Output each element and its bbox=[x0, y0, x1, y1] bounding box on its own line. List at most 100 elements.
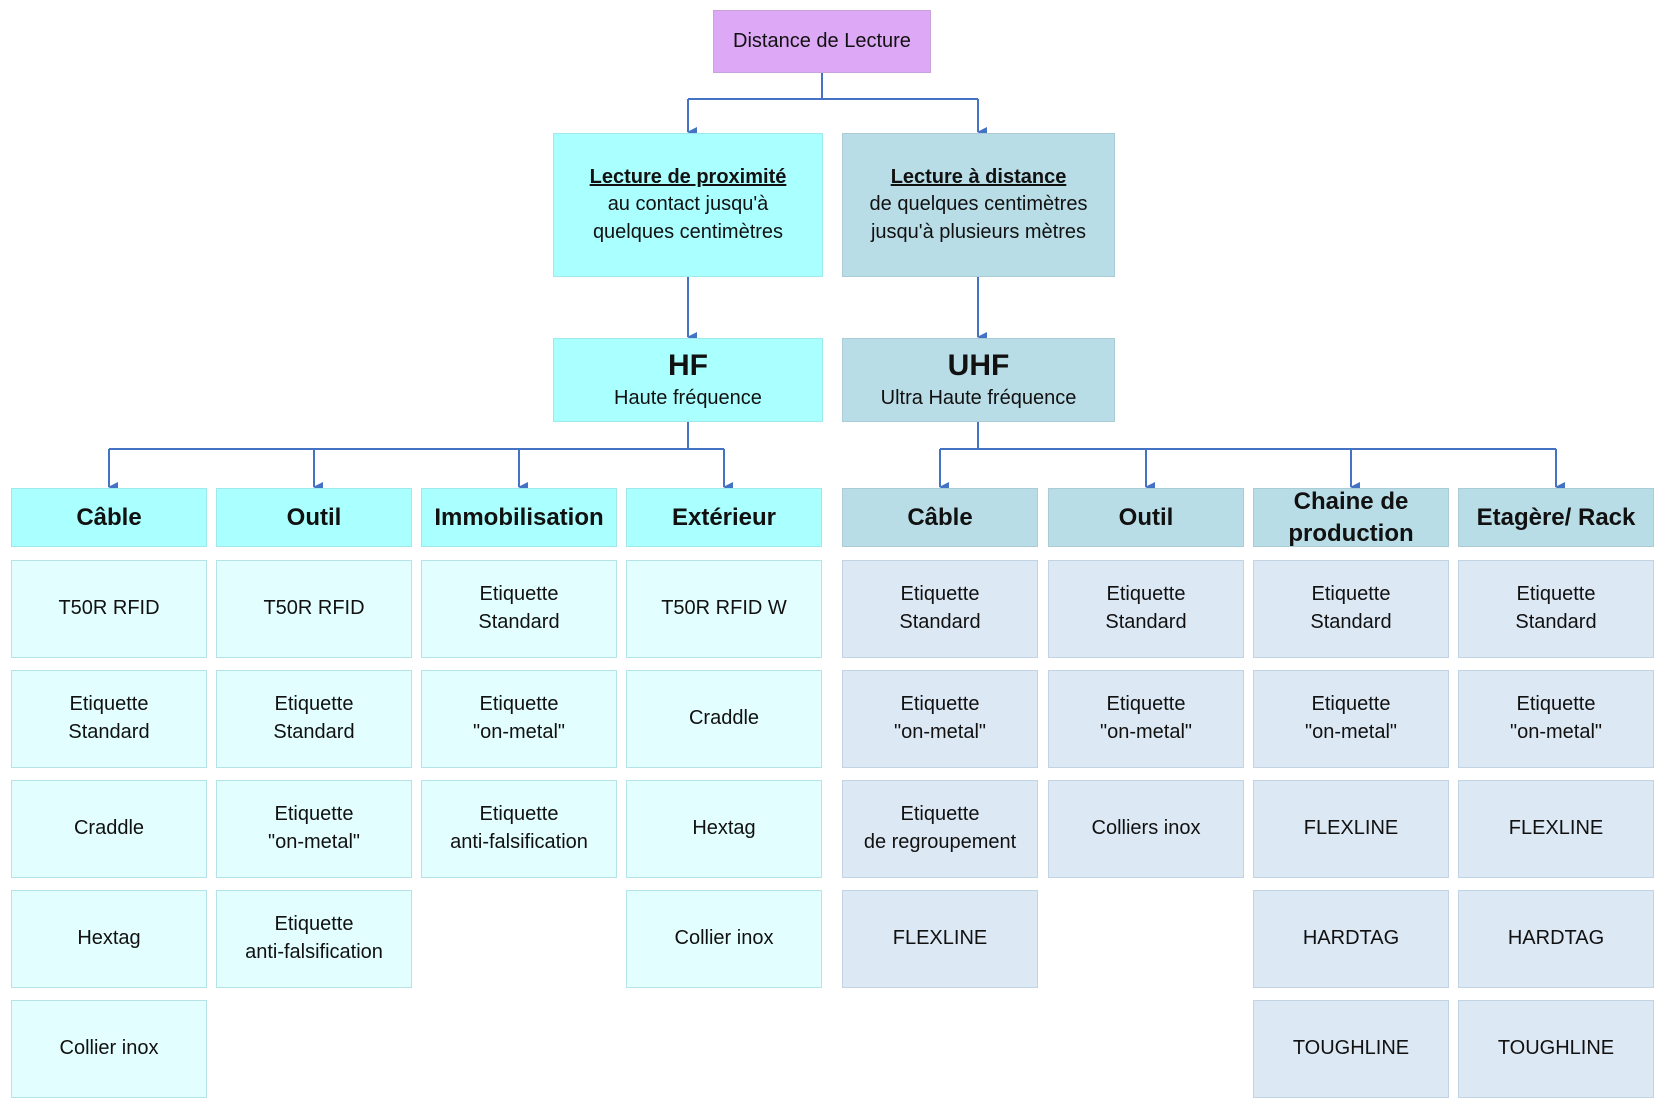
uhf-category-item: HARDTAG bbox=[1253, 890, 1449, 988]
hf-band-node: HF Haute fréquence bbox=[553, 338, 823, 422]
hf-category-item: Collier inox bbox=[11, 1000, 207, 1098]
uhf-category-item-text: Standard bbox=[899, 611, 981, 633]
hf-category-item: Craddle bbox=[626, 670, 822, 768]
root-label: Distance de Lecture bbox=[733, 29, 911, 52]
uhf-band-node: UHF Ultra Haute fréquence bbox=[842, 338, 1115, 422]
uhf-category-item: Etiquette"on-metal" bbox=[1253, 670, 1449, 768]
hf-category-header: Câble bbox=[11, 488, 207, 547]
uhf-range-desc-line: jusqu'à plusieurs mètres bbox=[870, 220, 1087, 243]
uhf-category-item-text: Etiquette bbox=[900, 803, 980, 826]
hf-category-item-text: anti-falsification bbox=[450, 831, 588, 853]
uhf-category-item-text: Etiquette bbox=[1311, 583, 1391, 606]
hf-category-item: T50R RFID bbox=[11, 560, 207, 658]
hf-category-item-text: Etiquette bbox=[69, 693, 149, 716]
hf-category-item-text: Etiquette bbox=[479, 583, 559, 606]
uhf-category-item: Etiquette "on-metal" bbox=[1458, 670, 1654, 768]
uhf-category-item-text: Standard bbox=[1515, 611, 1597, 633]
hf-category-item: T50R RFID bbox=[216, 560, 412, 658]
hf-category-item-text: Hextag bbox=[692, 817, 756, 840]
uhf-category-header-text: Etagère/ Rack bbox=[1476, 503, 1636, 531]
hf-category-item: T50R RFID W bbox=[626, 560, 822, 658]
hf-category-item-text: Collier inox bbox=[674, 927, 774, 950]
hf-category-item: Craddle bbox=[11, 780, 207, 878]
hf-category-item-text: Etiquette bbox=[479, 693, 559, 716]
uhf-category-item-text: "on-metal" bbox=[893, 721, 986, 743]
uhf-category-item-text: Etiquette bbox=[900, 693, 980, 716]
uhf-category-item-text: Standard bbox=[1310, 611, 1392, 633]
uhf-category-item-text: Colliers inox bbox=[1091, 817, 1201, 840]
uhf-band-desc: Ultra Haute fréquence bbox=[880, 386, 1077, 409]
hf-category-item-text: Craddle bbox=[688, 707, 760, 730]
hf-category-item-text: "on-metal" bbox=[472, 721, 565, 743]
hf-category-item-text: T50R RFID W bbox=[661, 597, 787, 620]
uhf-range-title: Lecture à distance bbox=[890, 165, 1067, 188]
hf-category-header-text: Outil bbox=[286, 503, 342, 531]
hf-category-item-text: T50R RFID bbox=[263, 597, 365, 620]
uhf-category-header-text: Outil bbox=[1118, 503, 1174, 531]
uhf-category-item: Etiquette "on-metal" bbox=[842, 670, 1038, 768]
uhf-category-header: Etagère/ Rack bbox=[1458, 488, 1654, 547]
uhf-category-item-text: Standard bbox=[1105, 611, 1187, 633]
hf-category-item-text: Standard bbox=[478, 611, 560, 633]
hf-range-title: Lecture de proximité bbox=[589, 165, 787, 188]
uhf-category-item: FLEXLINE bbox=[1458, 780, 1654, 878]
uhf-category-item-text: Etiquette bbox=[1516, 693, 1596, 716]
uhf-category-item-text: HARDTAG bbox=[1507, 927, 1605, 950]
hf-range-desc-line: au contact jusqu'à bbox=[607, 193, 769, 216]
hf-category-item: Etiquette "on-metal" bbox=[216, 780, 412, 878]
uhf-category-item-text: Etiquette bbox=[1106, 583, 1186, 606]
hf-range-desc-line: quelques centimètres bbox=[592, 220, 784, 243]
uhf-category-header-text: production bbox=[1288, 519, 1414, 547]
hf-category-header-text: Câble bbox=[76, 503, 142, 531]
root-node: Distance de Lecture bbox=[713, 10, 931, 73]
hf-band-desc: Haute fréquence bbox=[614, 386, 762, 409]
uhf-category-item: FLEXLINE bbox=[1253, 780, 1449, 878]
uhf-category-item-text: Etiquette bbox=[1106, 693, 1186, 716]
uhf-category-item-text: FLEXLINE bbox=[1508, 817, 1604, 840]
uhf-category-item-text: FLEXLINE bbox=[892, 927, 988, 950]
uhf-category-item-text: TOUGHLINE bbox=[1292, 1037, 1410, 1060]
hf-category-header: Immobilisation bbox=[421, 488, 617, 547]
uhf-category-item: Colliers inox bbox=[1048, 780, 1244, 878]
uhf-category-item: HARDTAG bbox=[1458, 890, 1654, 988]
uhf-category-item-text: "on-metal" bbox=[1509, 721, 1602, 743]
uhf-category-item: TOUGHLINE bbox=[1253, 1000, 1449, 1098]
uhf-category-item-text: FLEXLINE bbox=[1303, 817, 1399, 840]
uhf-category-item-text: TOUGHLINE bbox=[1497, 1037, 1615, 1060]
hf-category-item: Hextag bbox=[626, 780, 822, 878]
hf-category-item-text: Etiquette bbox=[274, 803, 354, 826]
hf-category-item: Etiquette "on-metal" bbox=[421, 670, 617, 768]
uhf-category-item: Etiquette "on-metal" bbox=[1048, 670, 1244, 768]
hf-category-item-text: Standard bbox=[273, 721, 355, 743]
uhf-category-item: FLEXLINE bbox=[842, 890, 1038, 988]
uhf-range-desc-line: de quelques centimètres bbox=[869, 193, 1088, 216]
hf-category-item-text: Hextag bbox=[77, 927, 141, 950]
hf-band-title: HF bbox=[668, 349, 708, 383]
uhf-category-item-text: "on-metal" bbox=[1099, 721, 1192, 743]
hf-category-header-text: Extérieur bbox=[671, 503, 777, 531]
uhf-category-header: Chaine de production bbox=[1253, 488, 1449, 547]
uhf-range-node: Lecture à distance de quelques centimètr… bbox=[842, 133, 1115, 277]
hf-category-item-text: "on-metal" bbox=[267, 831, 360, 853]
uhf-category-header-text: Câble bbox=[907, 503, 973, 531]
uhf-category-item: Etiquette de regroupement bbox=[842, 780, 1038, 878]
uhf-band-title: UHF bbox=[947, 349, 1010, 383]
uhf-category-item-text: Etiquette bbox=[900, 583, 980, 606]
hf-category-header-text: Immobilisation bbox=[434, 503, 604, 531]
hf-category-item-text: Craddle bbox=[73, 817, 145, 840]
uhf-category-item-text: de regroupement bbox=[863, 831, 1017, 853]
hf-category-item: Collier inox bbox=[626, 890, 822, 988]
hf-category-header: Extérieur bbox=[626, 488, 822, 547]
uhf-category-header-text: Chaine de bbox=[1293, 488, 1409, 516]
